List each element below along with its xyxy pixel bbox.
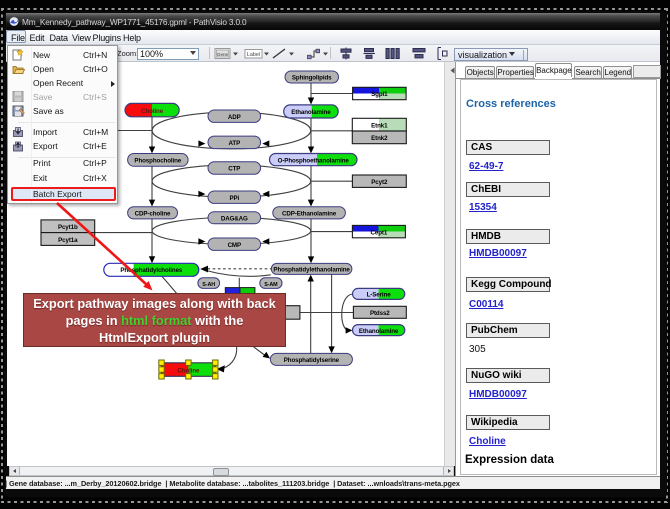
svg-text:ATP: ATP [228,140,240,147]
svg-text:Choline: Choline [141,108,164,115]
svg-text:CMP: CMP [228,242,241,249]
svg-text:Pcyt2: Pcyt2 [371,179,388,186]
svg-text:CDP-choline: CDP-choline [135,211,171,218]
svg-text:Pcyt1b: Pcyt1b [58,224,78,231]
svg-text:Pcyt1a: Pcyt1a [58,237,78,244]
svg-text:Ptdss2: Ptdss2 [370,310,390,317]
svg-text:Etnk2: Etnk2 [371,135,388,142]
svg-text:DAG&AG: DAG&AG [221,215,248,222]
svg-text:Ethanolamine: Ethanolamine [359,328,399,335]
svg-text:Phosphatidylethanolamine: Phosphatidylethanolamine [273,267,350,274]
svg-text:O-Phosphoethanolamine: O-Phosphoethanolamine [278,157,350,164]
svg-text:Cept1: Cept1 [371,229,388,236]
svg-text:S-AM: S-AM [264,282,278,288]
svg-text:Gene: Gene [217,52,229,57]
svg-text:S-AH: S-AH [202,282,215,288]
svg-text:Etnk1: Etnk1 [371,122,388,129]
svg-text:Sphingolipids: Sphingolipids [292,75,332,82]
svg-text:Phosphatidylserine: Phosphatidylserine [284,357,340,364]
svg-text:Phosphatidylcholines: Phosphatidylcholines [120,267,183,274]
svg-text:CTP: CTP [228,166,240,173]
svg-text:Phosphocholine: Phosphocholine [134,158,181,165]
svg-text:PPi: PPi [229,195,239,202]
svg-text:CDP-Ethanolamine: CDP-Ethanolamine [282,211,337,218]
svg-text:Label: Label [247,52,260,58]
svg-text:L-Serine: L-Serine [367,292,392,299]
svg-text:ADP: ADP [228,114,241,121]
svg-text:Ethanolamine: Ethanolamine [291,109,331,116]
svg-text:Sgpl1: Sgpl1 [371,91,388,98]
svg-text:Choline: Choline [177,367,200,374]
